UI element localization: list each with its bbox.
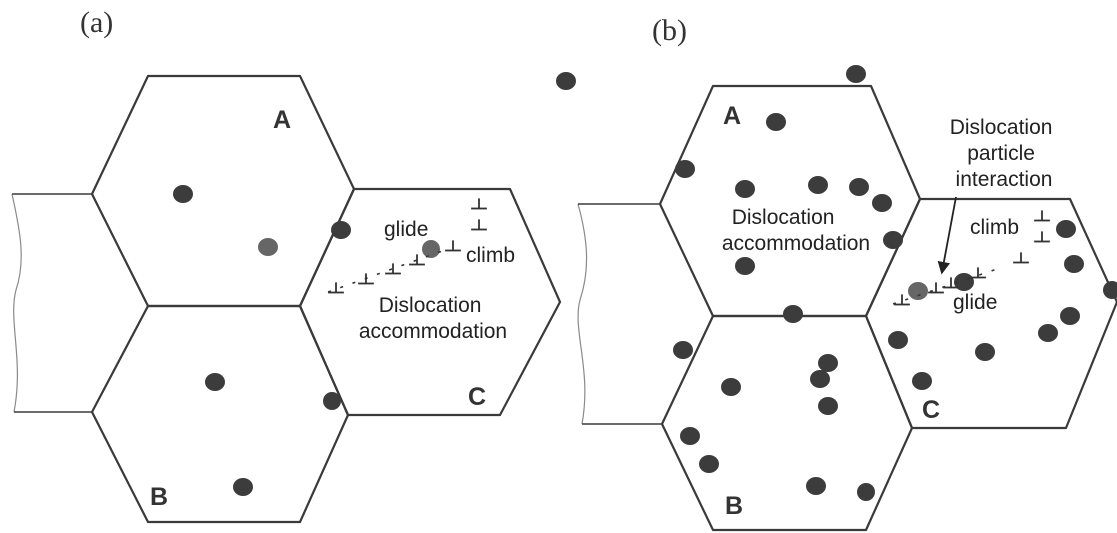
panel-a-grain-C-label: C [468,383,486,411]
panel-b-left-grain-edge [577,203,588,425]
particle [721,378,741,396]
particle [846,65,866,83]
panel-a-grain-B [90,304,350,524]
particle [422,240,440,258]
panel-a-grain-A [90,74,356,308]
particle [673,341,693,359]
panel-b-grain-C-label: C [922,396,940,424]
particle [173,185,193,203]
particle [699,455,719,473]
panel-a-climb-label: climb [466,244,515,267]
dislocation-symbol [969,266,987,279]
particle [872,194,892,212]
particle [888,331,908,349]
particle [783,305,803,323]
particle [1060,307,1080,325]
particle [954,273,974,291]
panel-b-climb-label: climb [970,216,1019,239]
panel-b-grain-A-label: A [723,102,741,130]
dislocation-symbol [1012,251,1030,264]
particle [810,370,830,388]
panel-a-glide-label: glide [384,218,428,241]
panel-b-grain-B [660,314,914,532]
panel-a-left-grain [12,193,149,413]
dislocation-symbol [1033,209,1051,222]
particle [556,72,576,90]
particle [908,282,928,300]
dislocation-symbol [384,262,402,275]
particle [883,231,903,249]
particle [818,354,838,372]
panel-a-label: (a) [80,6,113,39]
panel-b-interaction-arrow [937,196,957,275]
dislocation-symbol [470,197,488,210]
particle [331,221,351,239]
panel-b-left-grain [578,203,714,425]
dislocation-symbol [470,218,488,231]
particle [975,343,995,361]
particle [1103,281,1117,299]
particle [675,160,695,178]
particle [258,238,278,256]
particle [808,176,828,194]
particle [912,372,932,390]
panel-b-interaction-label: Dislocation particle interaction [950,116,1059,191]
particle [857,483,875,501]
dislocation-symbol [357,272,375,285]
panel-a-dislocation-array [327,197,488,294]
dislocation-symbol [1033,230,1051,243]
particle [735,257,755,275]
panel-a-grain-B-label: B [150,483,168,511]
particle [205,373,225,391]
particle [849,178,869,196]
panel-b-accommodation-label: Dislocation accommodation [722,206,870,255]
panel-b-label: (b) [652,14,687,47]
particle [735,180,755,198]
panel-a-left-grain-edge [11,193,22,413]
panel-b: (b) A B C [556,14,1117,532]
panel-a-grain-A-label: A [273,106,291,134]
particle [1056,220,1076,238]
panel-b-grain-B-label: B [725,492,743,520]
panel-b-glide-label: glide [953,291,997,314]
particle [766,113,786,131]
particle [806,477,826,495]
dislocation-symbol [444,239,462,252]
particle [1038,324,1058,342]
particle [680,427,700,445]
particle [818,397,838,415]
particle [233,478,253,496]
panel-a: (a) A B C glide cl [11,6,562,524]
particle [1064,255,1084,273]
panel-a-accommodation-label: Dislocation accommodation [359,294,507,343]
panel-b-particles [673,65,1117,501]
particle [323,392,341,410]
dislocation-symbol [408,253,426,266]
